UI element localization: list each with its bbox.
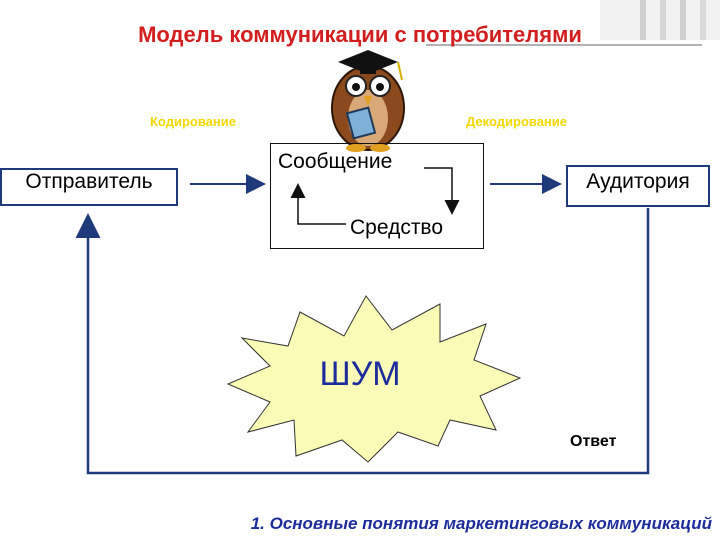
owl-professor-icon bbox=[331, 50, 405, 152]
page-title: Модель коммуникации с потребителями bbox=[138, 22, 582, 47]
encoding-label: Кодирование bbox=[150, 114, 236, 129]
response-label: Ответ bbox=[570, 433, 617, 450]
corner-decoration bbox=[600, 0, 720, 40]
feedback-loop-arrow bbox=[75, 208, 650, 475]
message-to-channel-arrow bbox=[424, 167, 460, 215]
noise-label: ШУМ bbox=[319, 355, 401, 393]
channel-label: Средство bbox=[350, 216, 444, 239]
footer-caption: 1. Основные понятия маркетинговых коммун… bbox=[250, 514, 712, 533]
message-channel-box bbox=[270, 143, 484, 249]
sender-label: Отправитель bbox=[25, 170, 153, 193]
audience-label: Аудитория bbox=[586, 170, 690, 193]
noise-starburst bbox=[226, 295, 522, 463]
channel-to-message-arrow bbox=[290, 183, 346, 225]
message-label: Сообщение bbox=[278, 150, 393, 173]
decoding-label: Декодирование bbox=[466, 114, 568, 129]
audience-box bbox=[566, 165, 710, 207]
sender-box bbox=[0, 168, 178, 206]
